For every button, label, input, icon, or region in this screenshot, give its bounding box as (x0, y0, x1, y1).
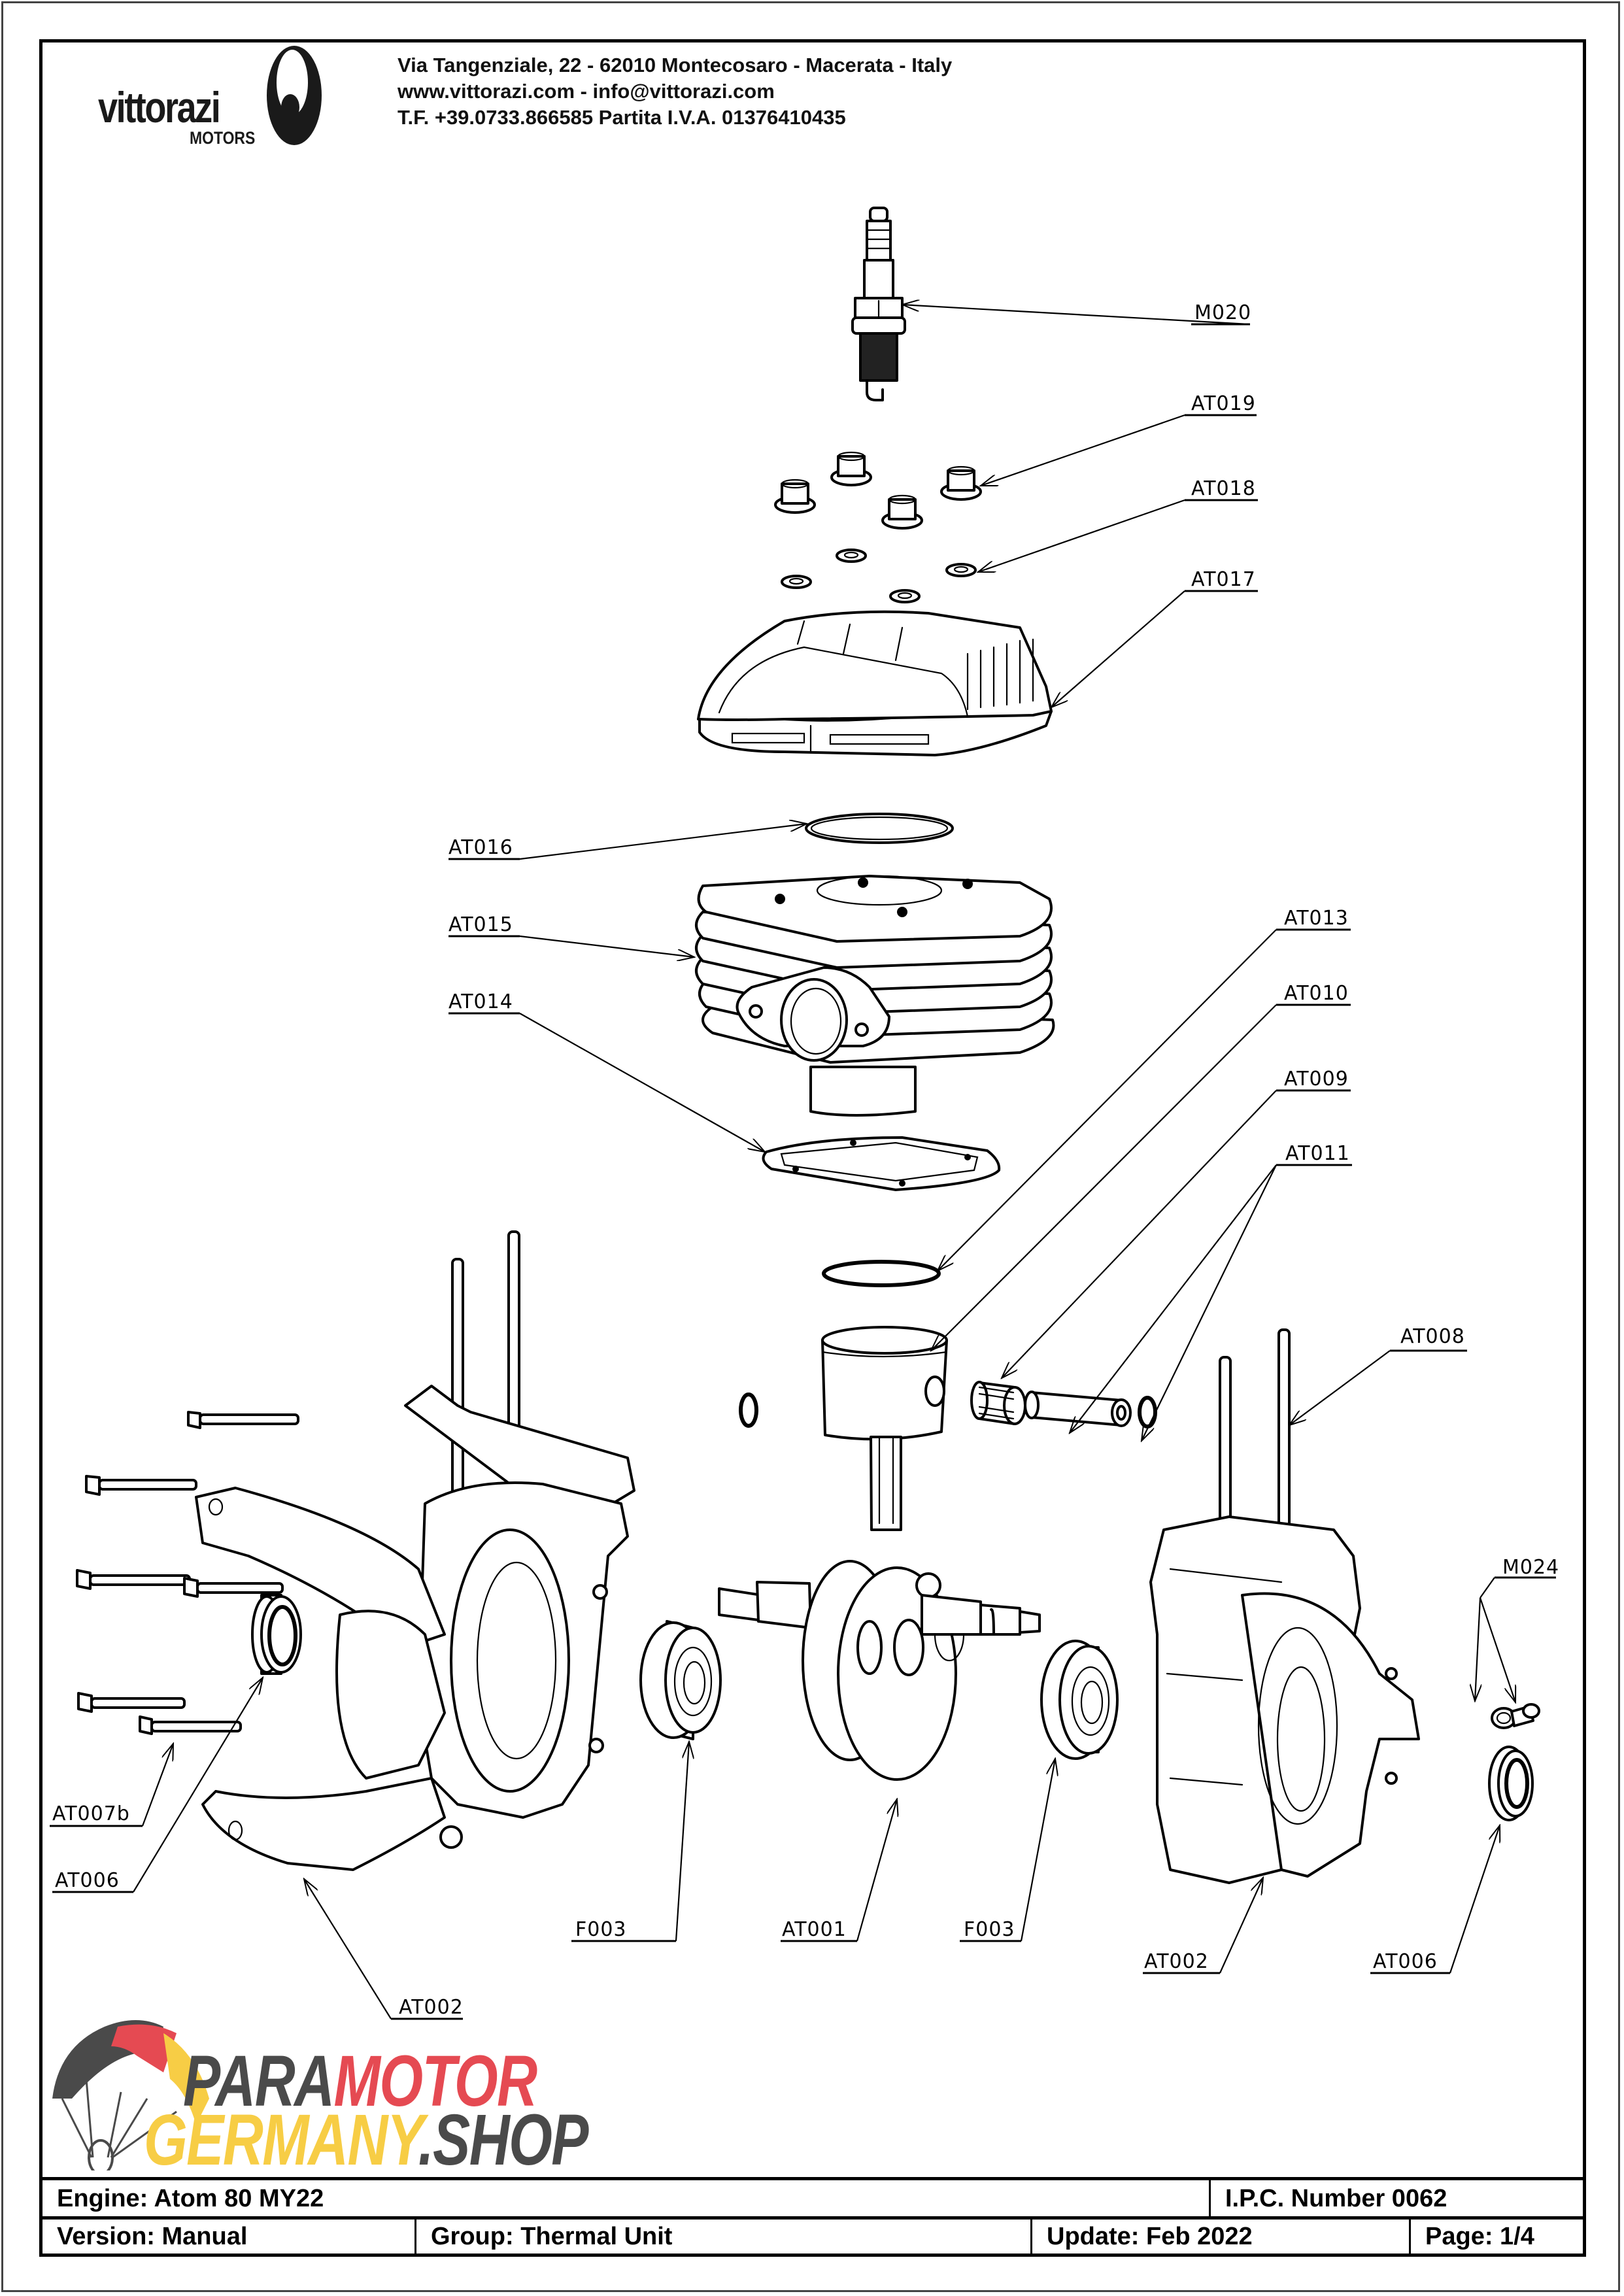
version-value: Version: Manual (57, 2222, 248, 2250)
callout-label: AT006 (55, 1869, 120, 1892)
group-value: Group: Thermal Unit (431, 2222, 673, 2250)
paraglider-wing-icon (52, 2020, 209, 2170)
callout-at018[interactable]: AT018 (1185, 477, 1258, 501)
callout-at014[interactable]: AT014 (448, 990, 520, 1015)
phone-vat-line: T.F. +39.0733.866585 Partita I.V.A. 0137… (398, 106, 846, 129)
piston-pin-at011 (1024, 1391, 1132, 1427)
callout-label: AT016 (448, 836, 513, 859)
callout-label: AT002 (399, 1996, 464, 2019)
callout-label: AT015 (448, 913, 513, 936)
head-o-ring-at016 (805, 813, 954, 844)
callout-at019[interactable]: AT019 (1185, 392, 1257, 416)
callout-at008[interactable]: AT008 (1390, 1325, 1467, 1352)
shop-logo-line2: GERMANY.SHOP (144, 2099, 589, 2182)
callout-m024[interactable]: M024 (1480, 1556, 1559, 1598)
callout-at013[interactable]: AT013 (1276, 907, 1351, 931)
callout-at017[interactable]: AT017 (1185, 568, 1258, 592)
company-address: Via Tangenziale, 22 - 62010 Montecosaro … (398, 52, 952, 131)
oil-seal-at006-right (1488, 1746, 1534, 1821)
main-bearing-f003-right (1040, 1640, 1119, 1760)
ipc-number-cell: I.P.C. Number 0062 (1209, 2180, 1586, 2218)
callout-label: AT008 (1400, 1325, 1465, 1348)
vittorazi-logo: vittorazi MOTORS (98, 43, 327, 148)
title-block-row-1: Engine: Atom 80 MY22 I.P.C. Number 0062 (39, 2177, 1586, 2218)
web-email-line[interactable]: www.vittorazi.com - info@vittorazi.com (398, 80, 775, 103)
callout-label: AT009 (1284, 1068, 1349, 1090)
callout-label: AT017 (1191, 568, 1256, 591)
ipc-number-value: I.P.C. Number 0062 (1225, 2185, 1447, 2212)
callout-f003-left[interactable]: F003 (571, 1918, 676, 1942)
callout-at015[interactable]: AT015 (448, 913, 520, 937)
shop-logo-line1: PARAMOTOR (183, 2040, 538, 2123)
cylinder-at015 (695, 875, 1055, 1117)
flange-nuts-at019 (774, 451, 982, 530)
engine-value: Engine: Atom 80 MY22 (57, 2185, 324, 2212)
callout-label: F003 (575, 1918, 627, 1941)
callout-label: AT006 (1373, 1950, 1438, 1973)
callout-at016[interactable]: AT016 (448, 836, 520, 860)
oil-seal-at006-left (251, 1594, 302, 1675)
crankcase-bolts-at007b (76, 1411, 299, 1735)
group-cell: Group: Thermal Unit (414, 2220, 1030, 2254)
crankshaft-at001 (718, 1436, 1041, 1781)
callout-label: M020 (1194, 301, 1251, 324)
base-gasket-at014 (762, 1136, 1001, 1191)
title-block-row-2: Version: Manual Group: Thermal Unit Upda… (39, 2216, 1586, 2257)
callout-at009[interactable]: AT009 (1276, 1068, 1351, 1092)
callout-at002-right[interactable]: AT002 (1143, 1950, 1220, 1974)
callout-label: AT011 (1285, 1142, 1350, 1165)
crankcase-right-at002 (1149, 1328, 1420, 1884)
leader-lines (133, 305, 1515, 2019)
callout-label: AT007b (52, 1802, 130, 1825)
callout-m020[interactable]: M020 (1191, 301, 1251, 326)
page-value: Page: 1/4 (1425, 2222, 1534, 2250)
circlip-right (1138, 1396, 1157, 1428)
callout-label: F003 (964, 1918, 1015, 1941)
piston-at010 (821, 1326, 948, 1441)
callout-at006-left[interactable]: AT006 (52, 1869, 133, 1893)
callout-label: AT010 (1284, 982, 1349, 1005)
piston-ring-at013 (822, 1260, 941, 1287)
update-cell: Update: Feb 2022 (1030, 2220, 1409, 2254)
brand-subname: MOTORS (190, 128, 256, 148)
shop-logo-para: PARA (183, 2041, 335, 2121)
callout-label: M024 (1502, 1556, 1559, 1579)
page-cell: Page: 1/4 (1409, 2220, 1586, 2254)
needle-bearing-at009 (970, 1381, 1026, 1425)
cylinder-head-at017 (697, 610, 1053, 756)
callout-label: AT018 (1191, 477, 1256, 500)
paramotor-germany-shop-logo: PARAMOTOR GERMANY.SHOP (46, 2001, 589, 2180)
shop-logo-germany: GERMANY (144, 2100, 419, 2180)
crankcase-left-at002 (195, 1230, 635, 1871)
washers-at018 (781, 549, 977, 603)
callout-label: AT001 (782, 1918, 847, 1941)
callout-at006-right[interactable]: AT006 (1370, 1950, 1450, 1974)
callout-at002-left[interactable]: AT002 (391, 1996, 464, 2020)
spark-plug-m020 (851, 207, 906, 401)
callout-at011[interactable]: AT011 (1276, 1142, 1352, 1166)
update-value: Update: Feb 2022 (1047, 2222, 1253, 2250)
address-line: Via Tangenziale, 22 - 62010 Montecosaro … (398, 54, 953, 76)
circlip-left (739, 1393, 758, 1428)
version-cell: Version: Manual (39, 2220, 414, 2254)
brand-name: vittorazi (98, 83, 221, 131)
callout-label: AT014 (448, 990, 513, 1013)
shop-logo-motor: MOTOR (333, 2041, 538, 2121)
fittings-m024 (1491, 1703, 1540, 1729)
shop-logo-shop: .SHOP (418, 2100, 589, 2180)
main-bearing-f003-left (639, 1620, 722, 1740)
callout-label: AT019 (1191, 392, 1256, 415)
callout-f003-right[interactable]: F003 (960, 1918, 1021, 1942)
callout-at010[interactable]: AT010 (1276, 982, 1351, 1006)
callout-label: AT013 (1284, 907, 1349, 930)
engine-cell: Engine: Atom 80 MY22 (39, 2180, 1209, 2218)
callout-at007b[interactable]: AT007b (50, 1802, 143, 1827)
callout-label: AT002 (1144, 1950, 1209, 1973)
callout-at001[interactable]: AT001 (781, 1918, 857, 1942)
vittorazi-emblem-icon (267, 46, 322, 145)
